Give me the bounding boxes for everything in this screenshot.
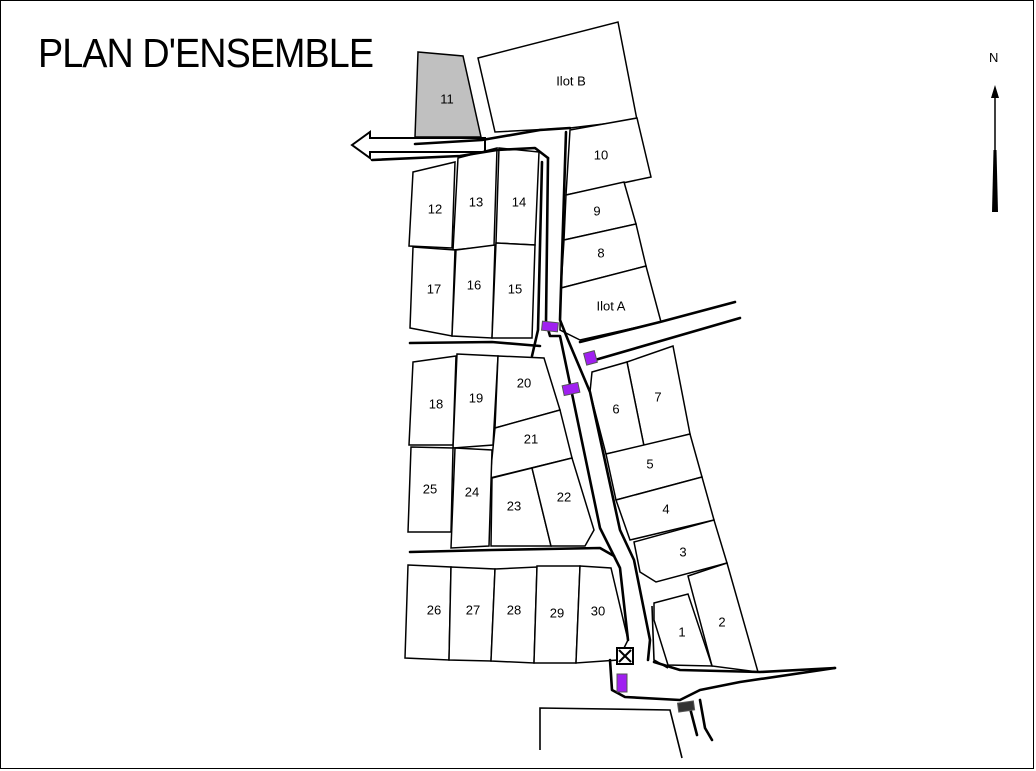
lot-label: 25 — [423, 481, 437, 496]
lot-label: 23 — [507, 498, 521, 513]
lot-28[interactable]: 28 — [490, 566, 538, 664]
lot-label: 4 — [662, 501, 669, 516]
lot-label: 18 — [429, 396, 443, 411]
lot-label: 11 — [440, 91, 454, 106]
lot-12[interactable]: 12 — [408, 161, 456, 249]
lot-label: 26 — [427, 602, 441, 617]
north-arrow-icon — [991, 85, 999, 212]
page-title: PLAN D'ENSEMBLE — [38, 30, 374, 76]
roads — [370, 126, 837, 759]
lot-13[interactable]: 13 — [452, 147, 498, 251]
lot-3[interactable]: 3 — [633, 519, 728, 583]
lot-29[interactable]: 29 — [533, 565, 581, 664]
lot-24[interactable]: 24 — [450, 447, 493, 549]
lot-label: 8 — [597, 245, 604, 260]
lot-label: 19 — [469, 390, 483, 405]
lot-label: 13 — [469, 194, 483, 209]
crossed-box-icon — [616, 647, 634, 665]
lot-label: Ilot B — [556, 73, 586, 88]
lot-11[interactable]: 11 — [414, 51, 482, 138]
lot-label: 6 — [612, 401, 619, 416]
lot-label: 29 — [550, 605, 564, 620]
lot-label: 7 — [654, 389, 661, 404]
lot-10[interactable]: 10 — [565, 117, 652, 196]
lot-label: 27 — [466, 602, 480, 617]
lot-label: 14 — [512, 194, 526, 209]
lot-label: 12 — [428, 201, 442, 216]
lot-label: 9 — [593, 203, 600, 218]
lot-25[interactable]: 25 — [407, 446, 454, 533]
lot-label: 5 — [646, 456, 653, 471]
access-markers — [540, 320, 696, 713]
lot-label: 10 — [594, 147, 608, 162]
lot-19[interactable]: 19 — [452, 353, 499, 449]
lot-18[interactable]: 18 — [408, 355, 457, 446]
lot-1[interactable]: 1 — [653, 593, 714, 667]
lot-label: 1 — [678, 624, 685, 639]
lot-label: 16 — [467, 277, 481, 292]
north-label: N — [989, 50, 999, 65]
lot-15[interactable]: 15 — [491, 242, 536, 339]
lot-label: 17 — [427, 281, 441, 296]
lot-label: 20 — [517, 375, 531, 390]
lot-17[interactable]: 17 — [409, 246, 456, 337]
lot-label: 21 — [524, 431, 538, 446]
lot-label: 22 — [557, 489, 571, 504]
lot-ilot-b[interactable]: Ilot B — [477, 21, 638, 133]
lot-30[interactable]: 30 — [575, 565, 629, 664]
lot-16[interactable]: 16 — [451, 244, 496, 339]
lot-26[interactable]: 26 — [404, 564, 452, 661]
lot-label: 3 — [679, 544, 686, 559]
lot-22[interactable]: 22 — [531, 457, 595, 547]
lot-label: 28 — [507, 602, 521, 617]
lot-label: 2 — [718, 614, 725, 629]
lot-label: 24 — [465, 484, 479, 499]
lot-label: Ilot A — [597, 298, 626, 313]
lot-14[interactable]: 14 — [495, 147, 540, 246]
lot-27[interactable]: 27 — [448, 566, 496, 662]
lot-label: 30 — [591, 603, 605, 618]
lot-label: 15 — [508, 281, 522, 296]
